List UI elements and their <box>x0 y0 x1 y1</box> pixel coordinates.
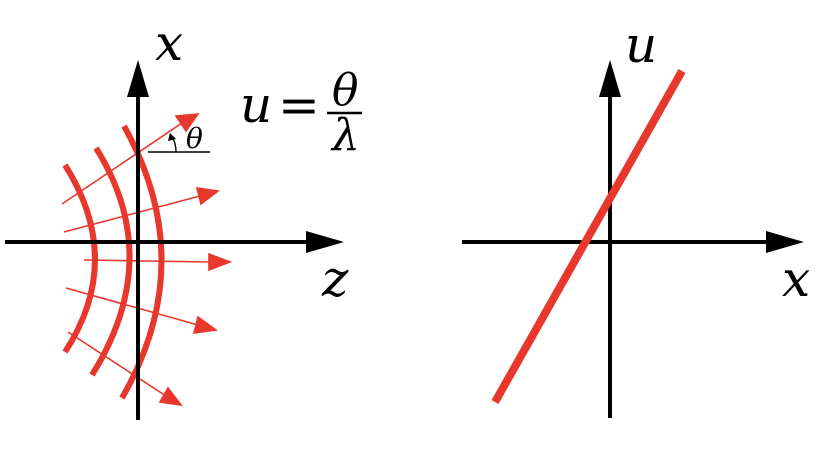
angle-arc-arrowhead <box>168 133 176 141</box>
ray-5 <box>67 331 167 397</box>
left-panel: θ x z u = θ λ <box>5 14 362 420</box>
angle-annotation: θ <box>148 122 210 155</box>
left-vertical-axis-arrowhead <box>127 60 149 97</box>
equation: u = θ λ <box>240 65 362 161</box>
right-axes <box>462 60 804 418</box>
ray-1-arrowhead <box>174 113 200 133</box>
ray-1 <box>61 122 183 205</box>
left-vertical-axis-label: x <box>155 14 183 72</box>
right-panel: u x <box>462 16 810 418</box>
wavefront-arc-inner <box>62 163 98 354</box>
equation-lhs: u <box>240 76 272 134</box>
equation-denominator: λ <box>330 110 360 161</box>
left-horizontal-axis-arrowhead <box>306 231 344 253</box>
right-horizontal-axis-label: x <box>782 250 810 308</box>
wavefront-arc-middle <box>89 146 133 377</box>
right-vertical-axis-arrowhead <box>599 60 621 97</box>
ray-3-arrowhead <box>208 252 233 272</box>
linear-phase-line <box>491 69 686 404</box>
ray-4-arrowhead <box>192 315 219 334</box>
left-horizontal-axis-label: z <box>321 250 349 308</box>
equation-numerator: θ <box>332 65 359 116</box>
right-horizontal-axis-arrowhead <box>766 231 804 253</box>
left-axes <box>5 60 344 420</box>
ray-4 <box>65 287 199 326</box>
rays <box>61 113 233 407</box>
ray-2 <box>63 195 201 233</box>
right-vertical-axis-label: u <box>625 16 657 74</box>
angle-label: θ <box>186 122 203 155</box>
wavefronts <box>62 124 165 400</box>
ray-3 <box>83 259 211 263</box>
ray-5-arrowhead <box>158 386 183 407</box>
ray-2-arrowhead <box>195 187 221 206</box>
equation-equals: = <box>278 76 320 134</box>
